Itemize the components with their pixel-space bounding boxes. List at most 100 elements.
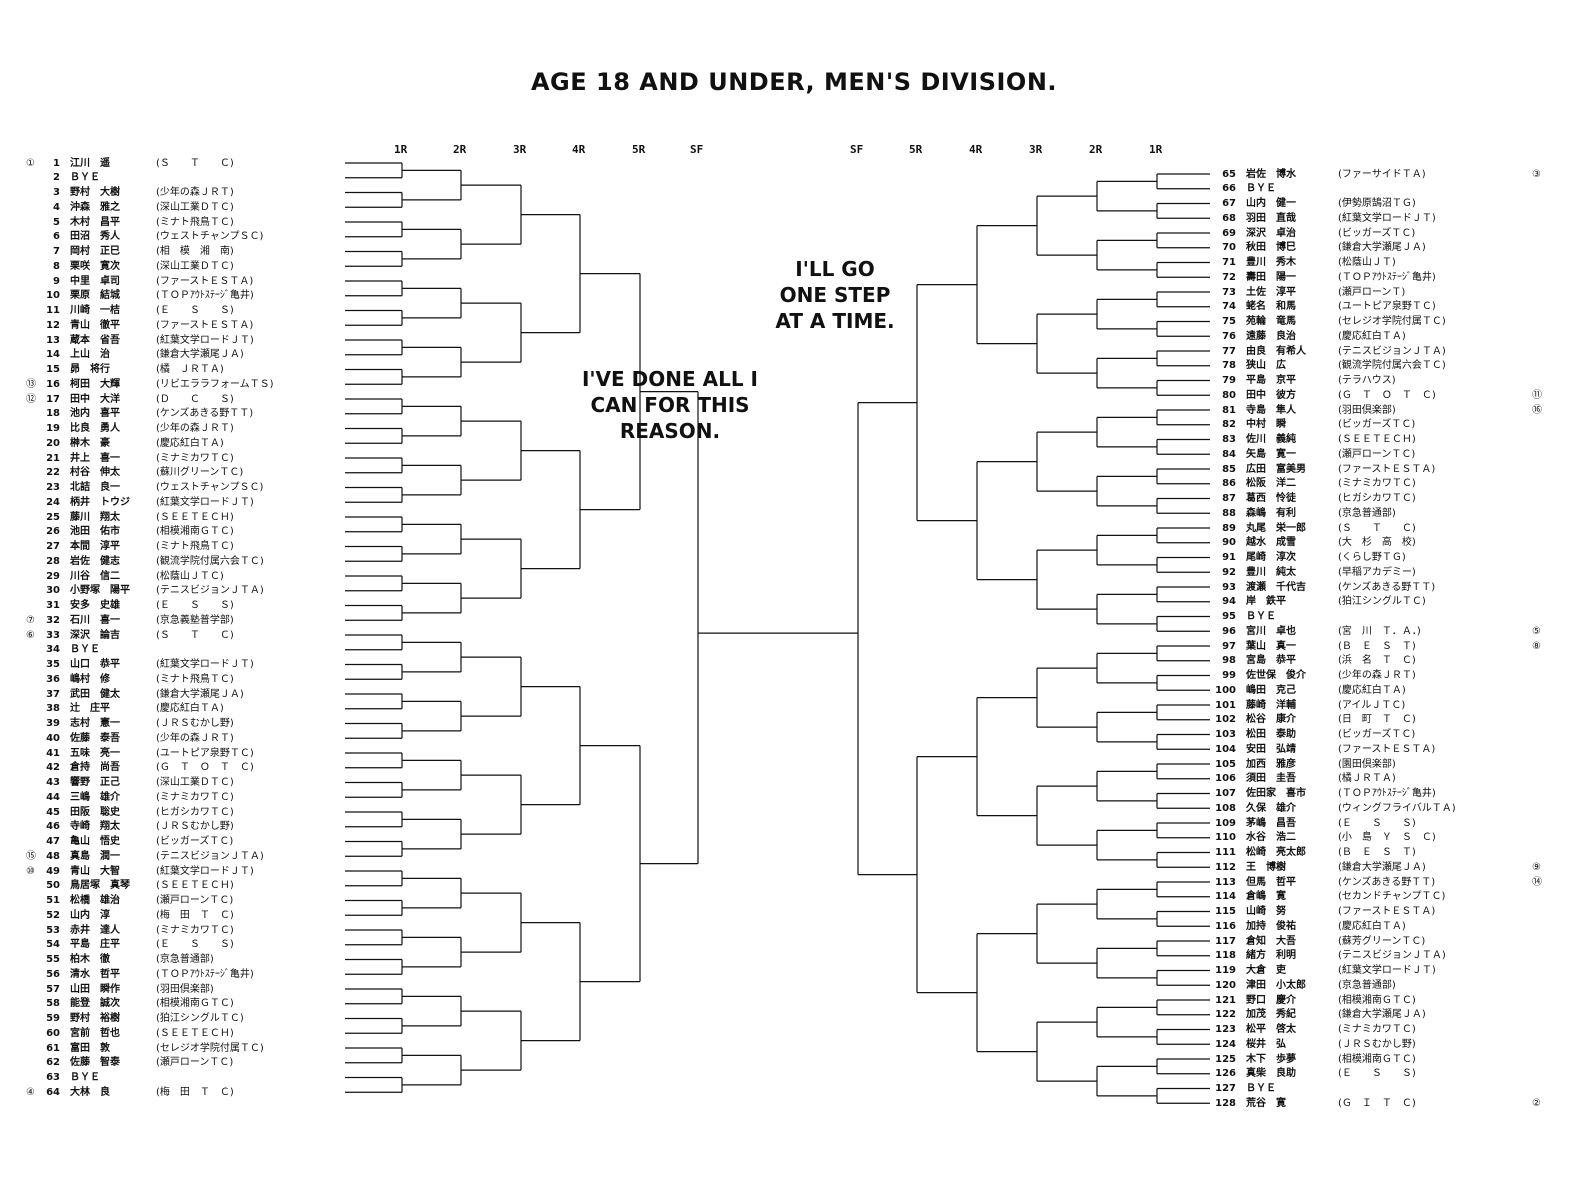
entry-number: 40 [46,732,60,744]
club-name: (鎌倉大学瀬尾ＪＡ) [156,688,244,700]
club-name: (ビッガーズＴＣ) [156,836,234,847]
player-name: 葉山 真一 [1246,640,1296,652]
player-name: 倉嶋 寛 [1246,891,1286,903]
seed-mark: ⑭ [1532,876,1542,888]
entry-number: 47 [46,836,60,847]
player-name: 岩佐 健志 [70,555,120,567]
player-name: 豊川 秀木 [1246,257,1296,268]
player-name: 佐川 義純 [1246,434,1296,445]
seed-mark: ⑥ [26,629,35,641]
entry-number: 107 [1215,788,1236,799]
player-name: 響野 正己 [70,777,120,788]
entry-number: 72 [1222,271,1236,283]
club-name: (Ｂ Ｅ Ｓ Ｔ) [1338,847,1416,858]
club-name: (紅葉文学ロードＪＴ) [1338,212,1436,224]
entry-number: 90 [1222,537,1236,549]
player-name: 松平 啓太 [1246,1024,1296,1035]
entry-number: 24 [46,496,60,508]
club-name: (Ｇ Ｉ Ｔ Ｃ) [1338,1097,1416,1109]
club-name: (浜 名 Ｔ Ｃ) [1338,655,1416,667]
entry-number: 22 [46,467,60,479]
club-name: (狛江シングルＴＣ) [156,1013,244,1024]
entry-number: 33 [46,629,60,641]
club-name: (ユートピア泉野ＴＣ) [156,747,254,759]
player-name: 昴 将行 [70,364,110,375]
entry-number: 26 [46,526,60,538]
entry-number: 122 [1215,1009,1236,1021]
club-name: (日 町 Ｔ Ｃ) [1338,714,1416,726]
club-name: (ケンズあきる野ＴＴ) [1338,876,1436,888]
club-name: (ファーストＥＳＴＡ) [1338,463,1436,475]
player-name: 青山 大智 [70,865,120,877]
entry-number: 30 [46,585,60,597]
entry-number: 126 [1215,1068,1236,1080]
entry-number: 77 [1222,345,1236,357]
player-name: 亀山 悟史 [70,836,120,847]
seed-mark: ⑦ [26,614,35,626]
player-name: 真島 潤一 [70,850,120,862]
player-name: 安田 弘靖 [1246,743,1296,755]
entry-number: 69 [1222,227,1236,239]
club-name: (セカンドチャンプＴＣ) [1338,891,1446,903]
player-name: ＢＹＥ [70,1072,100,1083]
entry-number: 44 [46,791,60,803]
club-name: (瀬戸ローンＴ) [1338,286,1406,298]
entry-number: 80 [1222,389,1236,401]
club-name: (慶応紅白ＴＡ) [156,437,224,449]
player-name: 須田 圭吾 [1246,773,1296,785]
entry-number: 81 [1222,404,1236,416]
entry-number: 35 [46,659,60,670]
player-name: 中里 卓司 [70,275,120,287]
player-name: 真柴 良助 [1246,1068,1296,1080]
entry-number: 60 [46,1027,60,1039]
entry-number: 29 [46,570,60,582]
player-name: 大林 良 [70,1086,110,1098]
entry-number: 16 [46,378,60,390]
entry-number: 20 [46,437,60,449]
player-name: 深沢 卓治 [1246,227,1296,239]
seed-mark: ⑯ [1532,404,1542,416]
club-name: (蘇芳グリーンＴＣ) [1338,935,1426,947]
player-name: 津田 小太郎 [1246,979,1306,991]
club-name: (Ｇ Ｔ Ｏ Ｔ Ｃ) [1338,389,1436,401]
seed-mark: ② [1532,1097,1541,1109]
player-name: 加西 雅彦 [1246,758,1296,770]
player-name: 嶋田 克己 [1246,684,1296,696]
club-name: (京急普通部) [1338,979,1396,991]
player-name: 緒方 利明 [1246,950,1296,962]
player-name: 茅嶋 昌吾 [1246,817,1296,829]
player-name: 松橋 雄治 [70,895,120,906]
club-name: (ＪＲＳむかし野) [156,821,234,833]
player-name: 山内 淳 [70,909,110,921]
player-name: 池田 佑市 [70,526,120,538]
club-name: (瀬戸ローンＴＣ) [156,895,234,906]
club-name: (ケンズあきる野ＴＴ) [1338,581,1436,593]
club-name: (慶応紅白ＴＡ) [1338,920,1406,932]
player-name: 上山 治 [70,349,110,361]
entry-number: 100 [1215,684,1236,696]
round-label-left-3: 3R [513,143,527,156]
player-name: 狭山 広 [1246,360,1286,372]
entry-number: 109 [1215,817,1236,829]
